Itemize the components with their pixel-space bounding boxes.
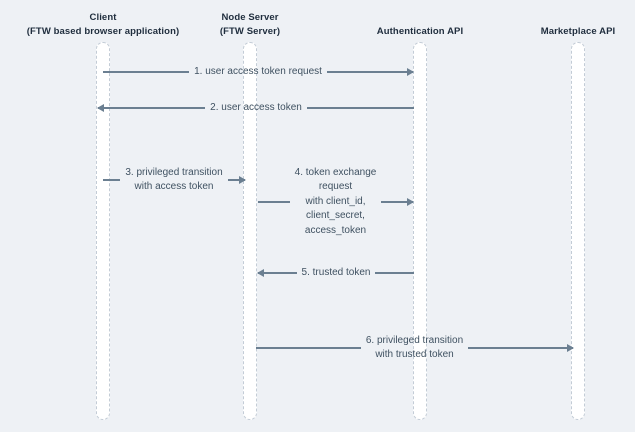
message-label: 5. trusted token xyxy=(301,266,371,278)
participant-title: Marketplace API xyxy=(540,26,616,37)
participant-title: Authentication API xyxy=(376,26,464,37)
message-label: 4. token exchange request with client_id… xyxy=(294,166,377,236)
message-arrow-right xyxy=(468,347,573,349)
message-line-left xyxy=(103,179,121,181)
lifeline-node-server xyxy=(243,42,257,420)
message-line-right xyxy=(375,272,414,274)
lifeline-marketplace-api xyxy=(571,42,585,420)
message-6: 6. privileged transition with trusted to… xyxy=(256,332,573,364)
participant-subtitle: (FTW based browser application) xyxy=(26,26,180,37)
participant-title: Client xyxy=(89,12,117,23)
message-line-right xyxy=(306,107,414,109)
participant-header-client: Client (FTW based browser application) xyxy=(27,11,179,39)
message-label: 6. privileged transition with trusted to… xyxy=(365,334,464,361)
message-label: 1. user access token request xyxy=(194,65,322,77)
message-line-left xyxy=(258,201,290,203)
message-label: 3. privileged transition with access tok… xyxy=(125,166,223,193)
message-line-left xyxy=(103,71,190,73)
message-2: 2. user access token xyxy=(98,100,414,116)
message-1: 1. user access token request xyxy=(103,64,414,80)
participant-header-node-server: Node Server (FTW Server) xyxy=(220,11,280,39)
message-line-left xyxy=(256,347,361,349)
message-arrow-left xyxy=(258,272,297,274)
participant-header-authentication-api: Authentication API xyxy=(377,25,463,39)
message-arrow-right xyxy=(326,71,414,73)
lifeline-authentication-api xyxy=(413,42,427,420)
message-arrow-right xyxy=(381,201,414,203)
lifeline-client xyxy=(96,42,110,420)
message-5: 5. trusted token xyxy=(258,265,414,281)
message-label: 2. user access token xyxy=(210,101,302,113)
message-arrow-left xyxy=(98,107,206,109)
message-3: 3. privileged transition with access tok… xyxy=(103,164,245,196)
participant-title: Node Server xyxy=(221,12,279,23)
participant-header-marketplace-api: Marketplace API xyxy=(541,25,616,39)
message-4: 4. token exchange request with client_id… xyxy=(258,164,414,240)
participant-subtitle: (FTW Server) xyxy=(219,26,281,37)
message-arrow-right xyxy=(227,179,245,181)
